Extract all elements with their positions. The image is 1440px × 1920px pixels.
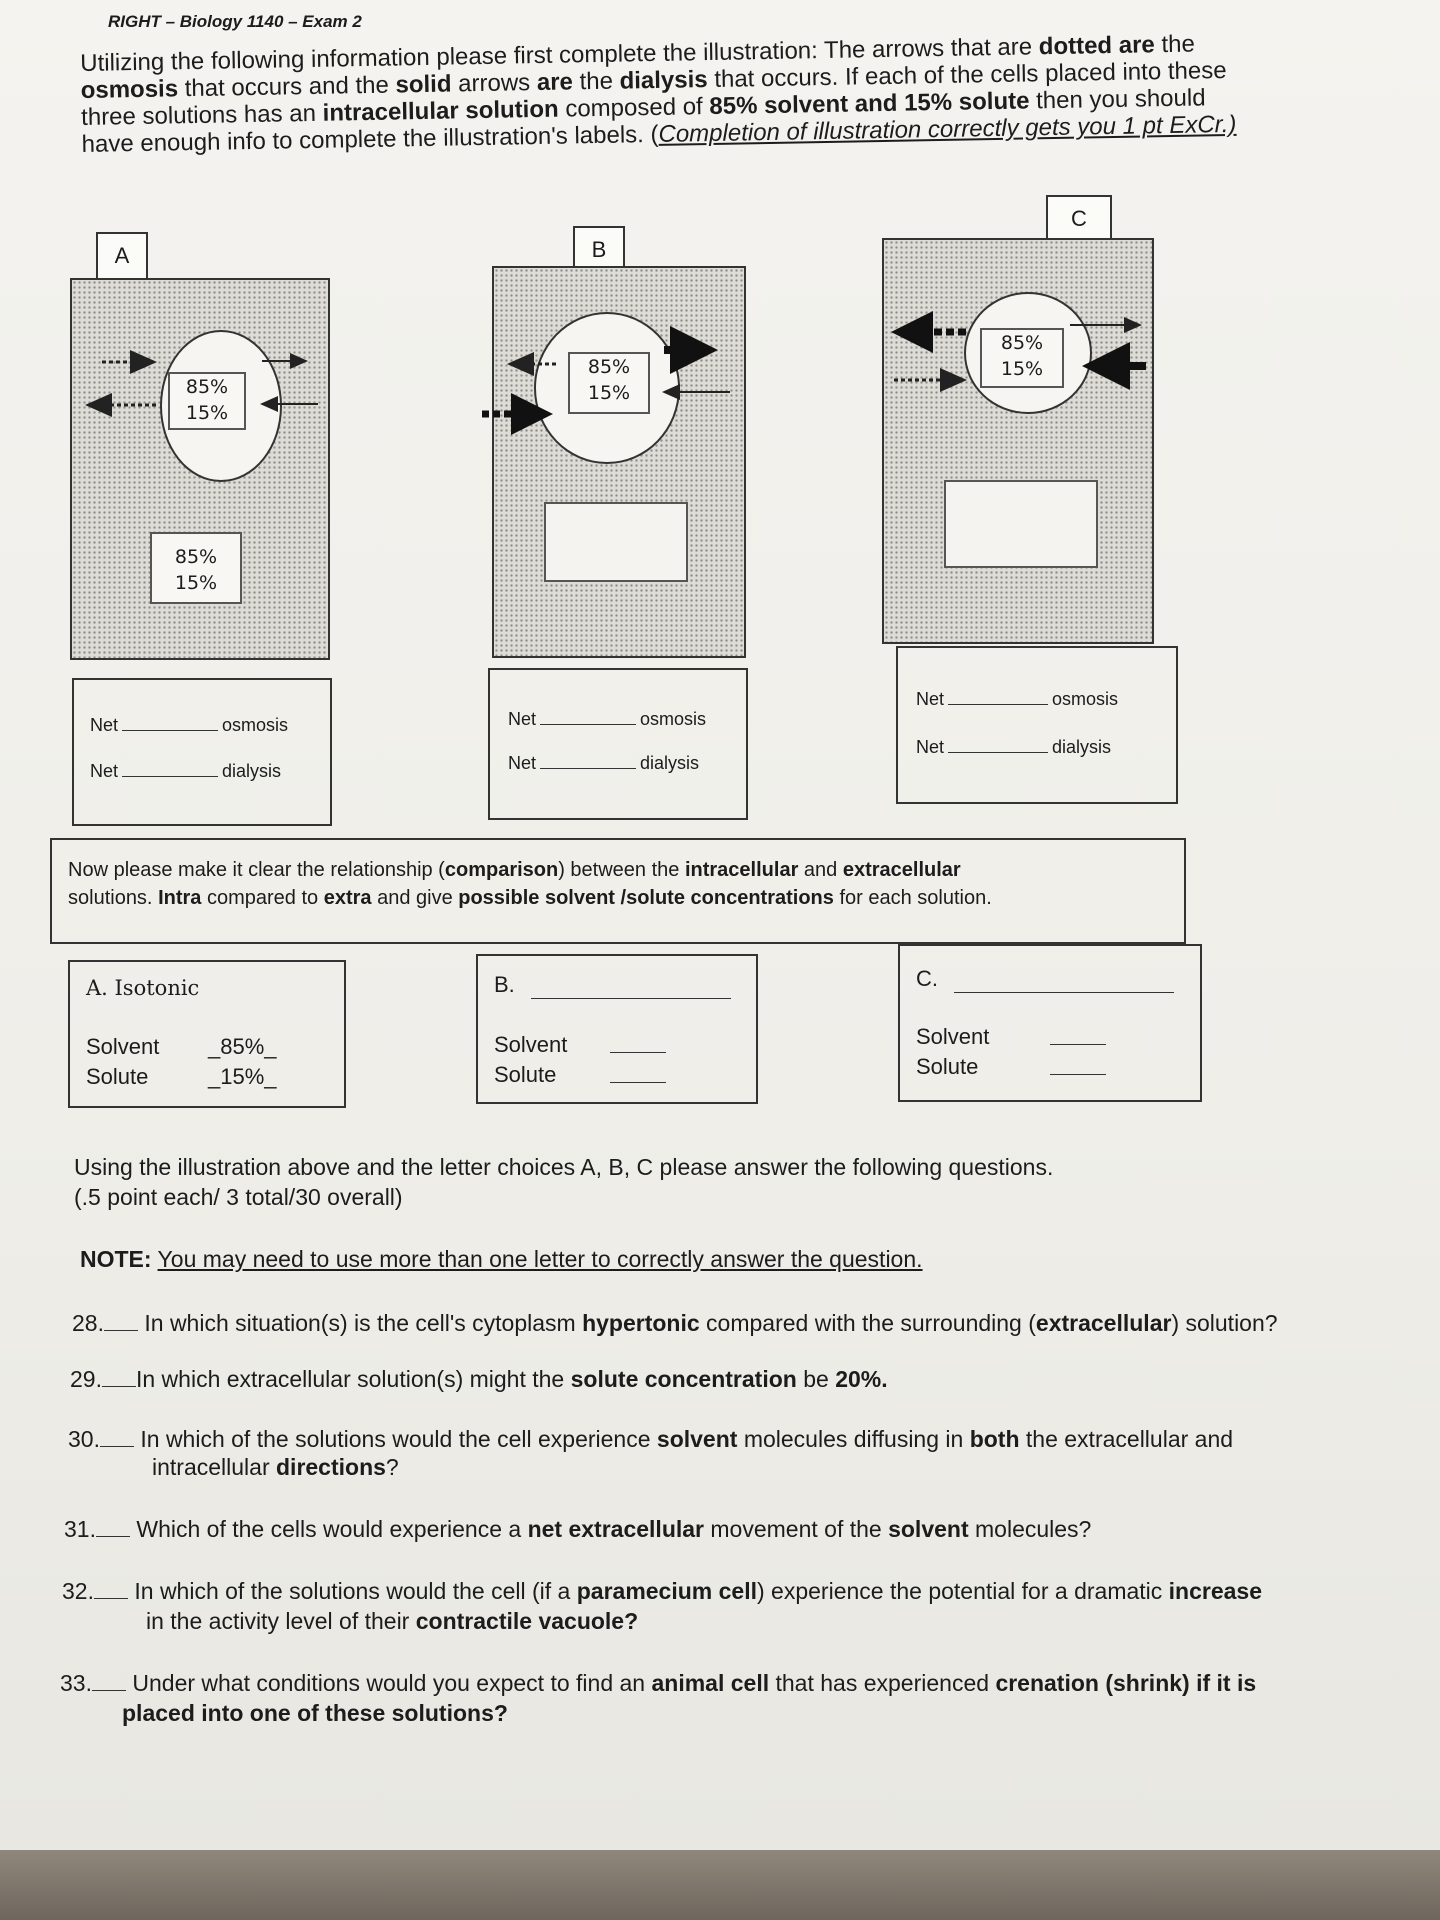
answer-30-blank[interactable]: [99, 1426, 134, 1447]
answer-29-blank[interactable]: [101, 1366, 136, 1387]
answer-c-type-blank[interactable]: [954, 966, 1174, 993]
diagram-arrows: [85, 311, 1146, 435]
note: NOTE: You may need to use more than one …: [80, 1246, 923, 1272]
question-31: 31. Which of the cells would experience …: [64, 1516, 1092, 1542]
diagram-a-intra-conc: 85%15%: [168, 372, 246, 430]
net-osmosis-blank-b[interactable]: [540, 708, 637, 725]
net-dialysis-blank-b[interactable]: [540, 752, 637, 769]
answer-33-blank[interactable]: [91, 1670, 126, 1691]
exam-header: RIGHT – Biology 1140 – Exam 2: [108, 12, 362, 31]
question-33: 33. Under what conditions would you expe…: [60, 1670, 1257, 1696]
diagram-b-extra-conc-blank[interactable]: [544, 502, 688, 582]
answer-c-solvent-blank[interactable]: [1050, 1024, 1106, 1045]
answer-31-blank[interactable]: [95, 1516, 130, 1537]
answer-box-a: A. Isotonic Solvent _85%_ Solute _15%_: [68, 960, 346, 1108]
answer-b-solute-blank[interactable]: [610, 1062, 666, 1083]
points-note: (.5 point each/ 3 total/30 overall): [74, 1184, 403, 1210]
question-32: 32. In which of the solutions would the …: [62, 1578, 1263, 1604]
answer-c-solute-blank[interactable]: [1050, 1054, 1106, 1075]
question-32-line2: in the activity level of their contracti…: [146, 1608, 639, 1634]
question-33-line2: placed into one of these solutions?: [122, 1700, 508, 1726]
question-29: 29.In which extracellular solution(s) mi…: [70, 1366, 888, 1392]
answer-28-blank[interactable]: [103, 1310, 138, 1331]
answer-box-b: B. Solvent Solute: [476, 954, 758, 1104]
question-28: 28. In which situation(s) is the cell's …: [72, 1310, 1278, 1336]
answer-box-c: C. Solvent Solute: [898, 944, 1202, 1102]
diagram-c-intra-conc: 85%15%: [980, 328, 1064, 388]
net-osmosis-blank-a[interactable]: [122, 714, 219, 731]
question-30: 30. In which of the solutions would the …: [68, 1426, 1234, 1452]
background-floor: [0, 1850, 1440, 1920]
diagram-c-extra-conc-blank[interactable]: [944, 480, 1098, 568]
net-osmosis-blank-c[interactable]: [948, 688, 1049, 705]
answer-b-type-blank[interactable]: [530, 972, 731, 999]
net-dialysis-blank-c[interactable]: [948, 736, 1049, 753]
question-30-line2: intracellular directions?: [152, 1454, 399, 1480]
questions-intro: Using the illustration above and the let…: [74, 1154, 1054, 1180]
net-dialysis-blank-a[interactable]: [122, 760, 219, 777]
comparison-prompt: Now please make it clear the relationshi…: [50, 838, 1186, 944]
diagram-a-extra-conc: 85%15%: [150, 532, 242, 604]
answer-32-blank[interactable]: [93, 1578, 128, 1599]
diagram-b-intra-conc: 85%15%: [568, 352, 650, 414]
answer-b-solvent-blank[interactable]: [610, 1032, 666, 1053]
